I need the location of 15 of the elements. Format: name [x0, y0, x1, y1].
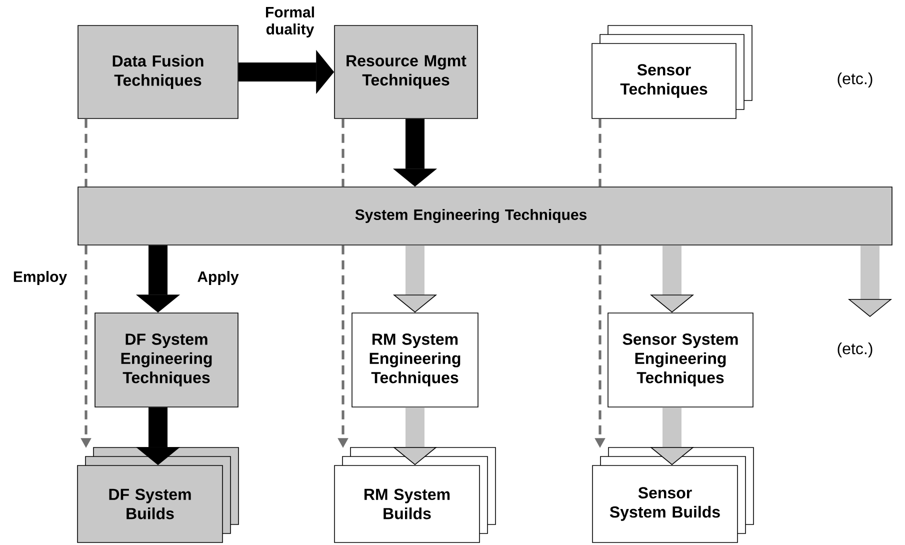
- edge-label: Formal duality: [258, 6, 322, 38]
- edge-label: Apply: [196, 270, 240, 286]
- process-box: Sensor System Engineering Techniques: [608, 312, 754, 408]
- band: System Engineering Techniques: [78, 186, 892, 246]
- process-box: Data Fusion Techniques: [78, 25, 238, 119]
- process-box: Resource Mgmt Techniques: [334, 25, 478, 119]
- stacked-box: RM System Builds: [334, 447, 496, 543]
- process-box: RM System Engineering Techniques: [352, 312, 478, 408]
- process-box: DF System Engineering Techniques: [94, 312, 238, 408]
- note-label: (etc.): [838, 342, 872, 358]
- edge-label: Employ: [12, 270, 68, 286]
- stacked-box: Sensor Techniques: [592, 25, 752, 119]
- stacked-box: DF System Builds: [77, 447, 239, 543]
- stacked-box: Sensor System Builds: [592, 447, 754, 543]
- note-label: (etc.): [838, 72, 872, 88]
